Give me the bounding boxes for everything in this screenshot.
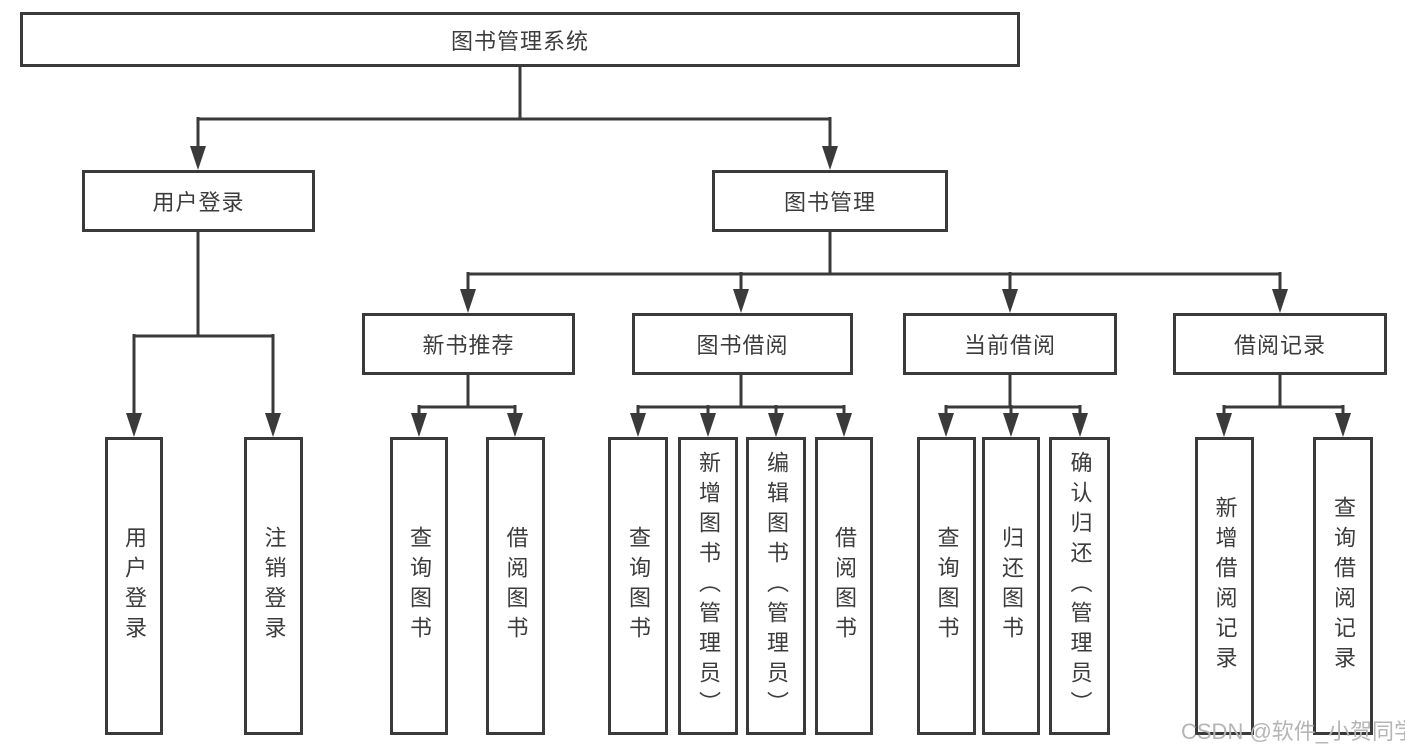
leaf-query-borrow-record: 查询借阅记录 bbox=[1313, 437, 1373, 735]
leaf-query-books: 查询图书 bbox=[390, 437, 448, 735]
leaf-query-books: 查询图书 bbox=[608, 437, 668, 735]
node-borrowing-records: 借阅记录 bbox=[1173, 313, 1387, 375]
leaf-borrow-books: 借阅图书 bbox=[486, 437, 545, 735]
node-current-borrowing: 当前借阅 bbox=[903, 313, 1117, 375]
node-label: 查询图书 bbox=[407, 526, 432, 646]
node-label: 图书管理 bbox=[783, 190, 876, 215]
node-label: 新增图书（管理员） bbox=[696, 451, 721, 721]
node-label: 查询图书 bbox=[934, 526, 960, 646]
node-book-borrowing: 图书借阅 bbox=[632, 313, 853, 375]
leaf-logout: 注销登录 bbox=[244, 437, 303, 735]
node-label: 查询借阅记录 bbox=[1331, 496, 1356, 676]
node-label: 编辑图书（管理员） bbox=[764, 451, 789, 721]
node-root-system: 图书管理系统 bbox=[20, 12, 1020, 67]
leaf-user-login: 用户登录 bbox=[105, 437, 163, 735]
arrowheads bbox=[126, 146, 1351, 437]
node-label: 图书借阅 bbox=[696, 333, 789, 358]
node-label: 用户登录 bbox=[152, 190, 245, 215]
leaf-add-books-admin: 新增图书（管理员） bbox=[678, 437, 738, 735]
node-label: 新书推荐 bbox=[422, 333, 515, 358]
node-label: 当前借阅 bbox=[963, 333, 1056, 358]
leaf-borrow-books: 借阅图书 bbox=[815, 437, 873, 735]
leaf-edit-books-admin: 编辑图书（管理员） bbox=[746, 437, 806, 735]
node-label: 新增借阅记录 bbox=[1212, 496, 1238, 676]
node-label: 归还图书 bbox=[999, 526, 1024, 646]
node-label: 借阅记录 bbox=[1233, 333, 1326, 358]
node-label: 确认归还（管理员） bbox=[1067, 451, 1093, 721]
node-label: 用户登录 bbox=[122, 526, 147, 646]
node-user-login: 用户登录 bbox=[82, 170, 315, 232]
node-label: 图书管理系统 bbox=[450, 28, 589, 54]
node-label: 借阅图书 bbox=[503, 526, 529, 646]
csdn-watermark: CSDN @软件_小贺同学 bbox=[1181, 719, 1405, 744]
leaf-confirm-return-admin: 确认归还（管理员） bbox=[1049, 437, 1110, 735]
node-label: 借阅图书 bbox=[832, 526, 857, 646]
node-new-book-recommend: 新书推荐 bbox=[362, 313, 575, 375]
node-book-management: 图书管理 bbox=[712, 170, 948, 232]
node-label: 查询图书 bbox=[626, 526, 651, 646]
node-label: 注销登录 bbox=[261, 526, 287, 646]
leaf-return-books: 归还图书 bbox=[982, 437, 1040, 735]
leaf-query-books: 查询图书 bbox=[917, 437, 976, 735]
leaf-add-borrow-record: 新增借阅记录 bbox=[1195, 437, 1254, 735]
